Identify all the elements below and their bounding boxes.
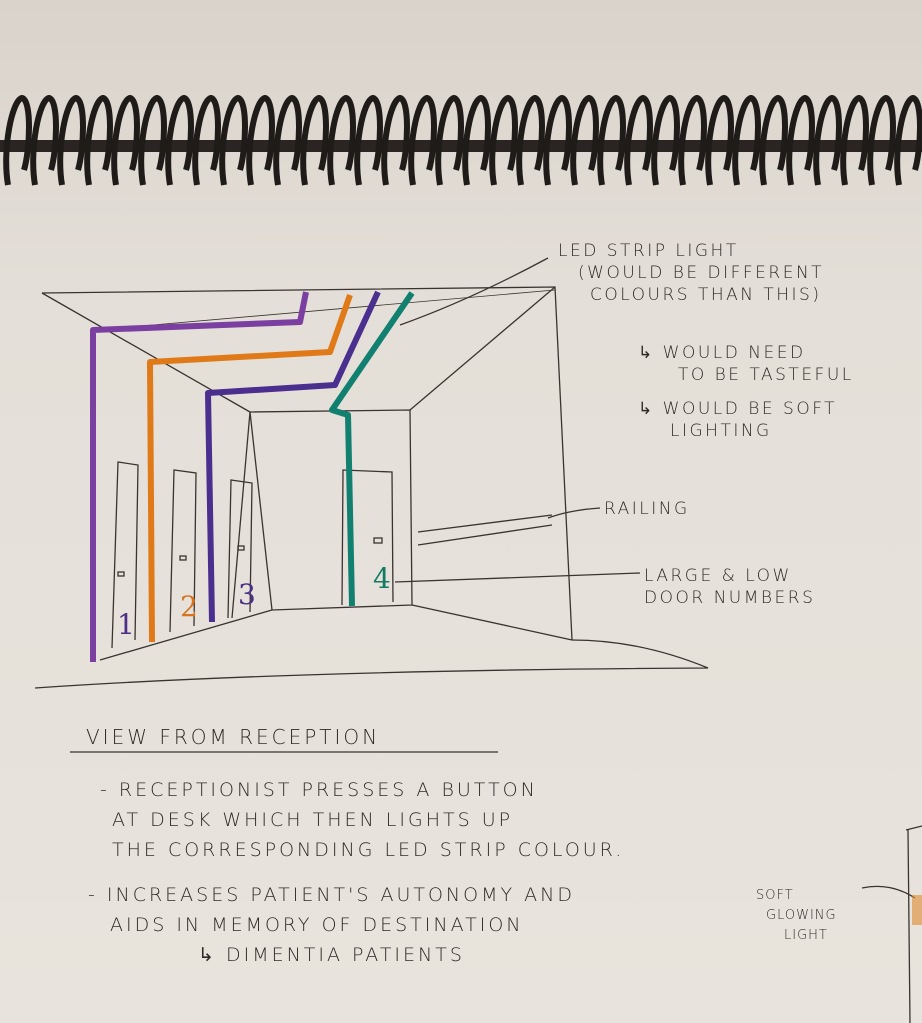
label-line: ↳ WOULD NEED <box>638 343 806 363</box>
bullet-line: ↳ DIMENTIA PATIENTS <box>198 944 465 966</box>
label-line: TO BE TASTEFUL <box>678 365 854 385</box>
binding-coil <box>651 94 680 186</box>
binding-coil <box>165 94 194 186</box>
binding-coil <box>813 94 842 186</box>
label-line: LARGE & LOW <box>644 566 792 586</box>
bullet-line: AIDS IN MEMORY OF DESTINATION <box>110 914 524 936</box>
caption-title: VIEW FROM RECEPTION <box>86 725 381 749</box>
binding-coil <box>57 94 86 186</box>
railing <box>417 514 553 546</box>
binding-coil <box>597 94 626 186</box>
bullet-line: AT DESK WHICH THEN LIGHTS UP <box>112 809 514 831</box>
note-tasteful: ↳ WOULD NEED TO BE TASTEFUL <box>638 342 854 386</box>
label-line: (WOULD BE DIFFERENT <box>578 263 825 283</box>
spiral-binding <box>0 94 922 186</box>
floor-outline <box>34 639 709 689</box>
binding-coil <box>786 94 815 186</box>
binding-coil <box>516 94 545 186</box>
binding-coil <box>570 94 599 186</box>
label-line: LIGHTING <box>670 421 772 441</box>
led-strip-purple <box>90 291 309 662</box>
caption-bullet-1: - RECEPTIONIST PRESSES A BUTTON AT DESK … <box>100 775 624 865</box>
binding-coil <box>3 94 32 186</box>
label-line: ↳ WOULD BE SOFT <box>638 399 838 419</box>
binding-coil <box>354 94 383 186</box>
binding-coil <box>273 94 302 186</box>
binding-coil <box>462 94 491 186</box>
bullet-line: - RECEPTIONIST PRESSES A BUTTON <box>100 779 538 801</box>
soft-light-leader <box>861 885 916 899</box>
railing-leader <box>547 507 601 519</box>
led-strip-teal <box>329 291 415 607</box>
door-number-3: 3 <box>238 578 256 611</box>
label-line: COLOURS THAN THIS) <box>590 285 822 305</box>
binding-coil <box>867 94 896 186</box>
bullet-line: THE CORRESPONDING LED STRIP COLOUR. <box>112 839 625 861</box>
binding-coil <box>408 94 437 186</box>
binding-coil <box>381 94 410 186</box>
binding-coil <box>543 94 572 186</box>
door-number-1: 1 <box>117 608 135 641</box>
binding-coil <box>759 94 788 186</box>
binding-coil <box>894 94 922 186</box>
binding-coil <box>300 94 329 186</box>
binding-coil <box>327 94 356 186</box>
label-line: DOOR NUMBERS <box>644 588 816 608</box>
label-line: LIGHT <box>784 928 828 943</box>
label-line: LED STRIP LIGHT <box>558 241 739 261</box>
binding-coil <box>246 94 275 186</box>
led-leader <box>399 257 549 326</box>
door-numbers-label: LARGE & LOW DOOR NUMBERS <box>644 565 815 609</box>
soft-light-icon <box>912 895 922 925</box>
binding-coil <box>678 94 707 186</box>
partial-sketch <box>905 825 922 1023</box>
bullet-line: - INCREASES PATIENT'S AUTONOMY AND <box>88 884 575 906</box>
ceiling-perspective-lines <box>41 286 556 413</box>
binding-coil <box>732 94 761 186</box>
binding-coil <box>435 94 464 186</box>
binding-coil <box>111 94 140 186</box>
door-1 <box>111 461 139 649</box>
led-strip-orange <box>147 294 353 643</box>
wall-floor-lines <box>99 411 573 661</box>
caption-bullet-2: - INCREASES PATIENT'S AUTONOMY AND AIDS … <box>88 880 575 970</box>
door-number-4: 4 <box>373 562 391 595</box>
soft-glowing-label: SOFT GLOWING LIGHT <box>756 886 837 946</box>
binding-coil <box>489 94 518 186</box>
door-3 <box>227 479 253 619</box>
door-4 <box>341 469 394 606</box>
door-2 <box>169 469 197 633</box>
binding-coil <box>138 94 167 186</box>
binding-coil <box>30 94 59 186</box>
binding-coil <box>624 94 653 186</box>
binding-coil <box>840 94 869 186</box>
led-strip-label: LED STRIP LIGHT (WOULD BE DIFFERENT COLO… <box>558 240 824 306</box>
binding-coil <box>705 94 734 186</box>
note-soft-lighting: ↳ WOULD BE SOFT LIGHTING <box>638 398 837 442</box>
door-number-leader <box>394 572 641 583</box>
led-strip-indigo <box>205 290 381 623</box>
label-line: SOFT <box>756 888 794 903</box>
binding-coil <box>84 94 113 186</box>
binding-coil <box>219 94 248 186</box>
binding-coil <box>192 94 221 186</box>
label-line: GLOWING <box>766 908 837 923</box>
door-number-2: 2 <box>180 590 198 623</box>
railing-label: RAILING <box>604 499 690 519</box>
